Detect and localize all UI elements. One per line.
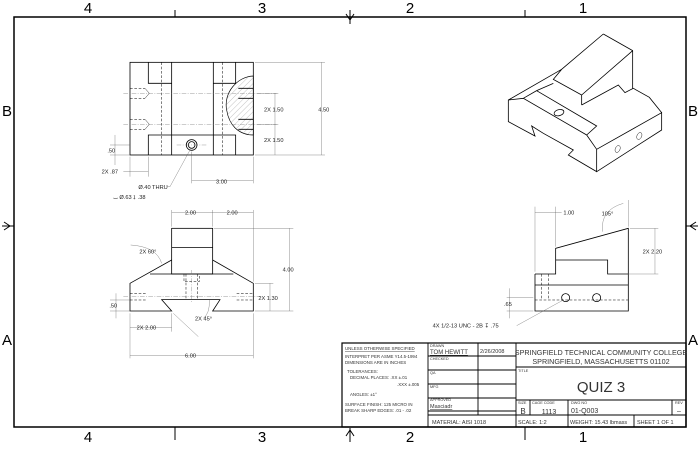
sheet-number: SHEET 1 OF 1	[637, 420, 674, 426]
note-decimal: DECIMAL PLACES: .XX ±.01	[350, 375, 408, 380]
approved-label: APPROVED	[430, 398, 451, 402]
dim-edge: .50	[109, 304, 117, 310]
cage-code: 1113	[542, 409, 557, 416]
weight: WEIGHT: 15.43 lbmass	[570, 420, 627, 426]
zone-label: 4	[84, 429, 92, 446]
material: MATERIAL: AISI 1018	[432, 420, 486, 426]
right-view: 1.00 105° 2X 2.20 .65 4X 1/2-13 UNC - 2B…	[433, 200, 662, 330]
note-thread: 4X 1/2-13 UNC - 2B ↧ .75	[433, 323, 499, 330]
dim-step: 2X .87	[102, 170, 118, 176]
revision: –	[677, 408, 681, 415]
zone-label: 2	[406, 429, 414, 446]
dim-hole: .65	[504, 302, 512, 308]
dim-width: 6.00	[185, 354, 196, 360]
center-arrow-left-icon	[2, 221, 14, 231]
dim-hole-spacing: 2X 1.50	[264, 107, 284, 113]
note-hole: Ø.40 THRU	[138, 185, 167, 191]
general-notes: UNLESS OTHERWISE SPECIFIED INTERPRET PER…	[345, 346, 420, 413]
zone-label: A	[688, 332, 698, 349]
note-decimal3: .XXX ±.005	[397, 382, 420, 387]
zone-label: B	[688, 103, 698, 120]
drawn-date: 2/26/2008	[480, 349, 504, 355]
notes-header: UNLESS OTHERWISE SPECIFIED	[345, 346, 415, 351]
title-label: TITLE	[518, 369, 529, 373]
center-arrow-bottom-icon	[345, 428, 355, 442]
dim-hole-x: 3.00	[216, 179, 227, 185]
dim-half-width: 2.00	[185, 211, 196, 217]
qa-label: QA	[430, 371, 436, 375]
center-arrow-right-icon	[686, 221, 698, 231]
dim-notch: 2X 2.00	[137, 325, 157, 331]
isometric-view	[507, 33, 663, 173]
zone-label: 4	[84, 0, 92, 17]
dim-tap-height: 2X 1.30	[258, 296, 278, 302]
note-tolerances: TOLERANCES:	[347, 369, 378, 374]
zone-label: A	[2, 332, 12, 349]
zone-label: B	[2, 103, 12, 120]
dwg-number: 01-Q003	[571, 408, 598, 415]
top-view: 4.50 2X 1.50 2X 1.50 .50 2X .87 3.00 Ø.4…	[102, 61, 329, 201]
dim-height: 2X 2.20	[643, 249, 663, 255]
section-hatch	[225, 75, 254, 136]
note-interpret: INTERPRET PER ASME Y14.5-1994	[345, 354, 418, 359]
cage-label: CAGE CODE	[532, 401, 555, 405]
note-units: DIMENSIONS ARE IN INCHES	[345, 360, 406, 365]
sheet-size: B	[520, 407, 525, 416]
company-name: SPRINGFIELD TECHNICAL COMMUNITY COLLEGE	[515, 348, 688, 357]
drawing-title: QUIZ 3	[577, 379, 625, 396]
size-label: SIZE	[518, 401, 527, 405]
drawn-by: TOM HEWITT	[430, 350, 468, 356]
center-arrow-top-icon	[345, 10, 355, 24]
dim-angle-45: 2X 45°	[195, 317, 212, 323]
drawn-label: DRAWN	[430, 344, 444, 348]
mfg-label: MFG	[430, 385, 438, 389]
note-edges: BREAK SHARP EDGES: .01 - .02	[345, 408, 412, 413]
zone-label: 3	[258, 0, 266, 17]
dim-angle-60: 2X 60°	[139, 249, 156, 255]
company-address: SPRINGFIELD, MASSACHUSETTS 01102	[532, 357, 669, 366]
dim-overall-height: 4.50	[318, 107, 329, 113]
zone-label: 1	[579, 0, 587, 17]
checked-label: CHECKED	[430, 357, 449, 361]
note-finish: SURFACE FINISH: 125 MICRO IN	[345, 402, 413, 407]
dim-step: 1.00	[563, 211, 574, 217]
front-view: 2.00 2.00 4.00 2X 1.30 .50 2X 60° 2X 45°…	[109, 209, 294, 360]
rev-label: REV	[675, 401, 683, 405]
zone-label: 1	[579, 429, 587, 446]
dim-hole-spacing: 2X 1.50	[264, 138, 284, 144]
dim-edge: .50	[107, 149, 115, 155]
zone-dividers	[2, 10, 698, 442]
scale: SCALE: 1:2	[518, 420, 547, 426]
approved-by: Masciadr	[430, 404, 452, 410]
zone-label: 3	[258, 429, 266, 446]
dim-half-width: 2.00	[227, 211, 238, 217]
dwg-label: DWG NO	[571, 401, 587, 405]
dim-height: 4.00	[283, 268, 294, 274]
zone-label: 2	[406, 0, 414, 17]
note-counterbore: ⌴ Ø.63 ↧ .38	[113, 195, 145, 201]
dim-angle: 105°	[602, 211, 614, 217]
note-angles: ANGLES: ±1°	[350, 392, 377, 397]
title-block: UNLESS OTHERWISE SPECIFIED INTERPRET PER…	[341, 342, 688, 428]
